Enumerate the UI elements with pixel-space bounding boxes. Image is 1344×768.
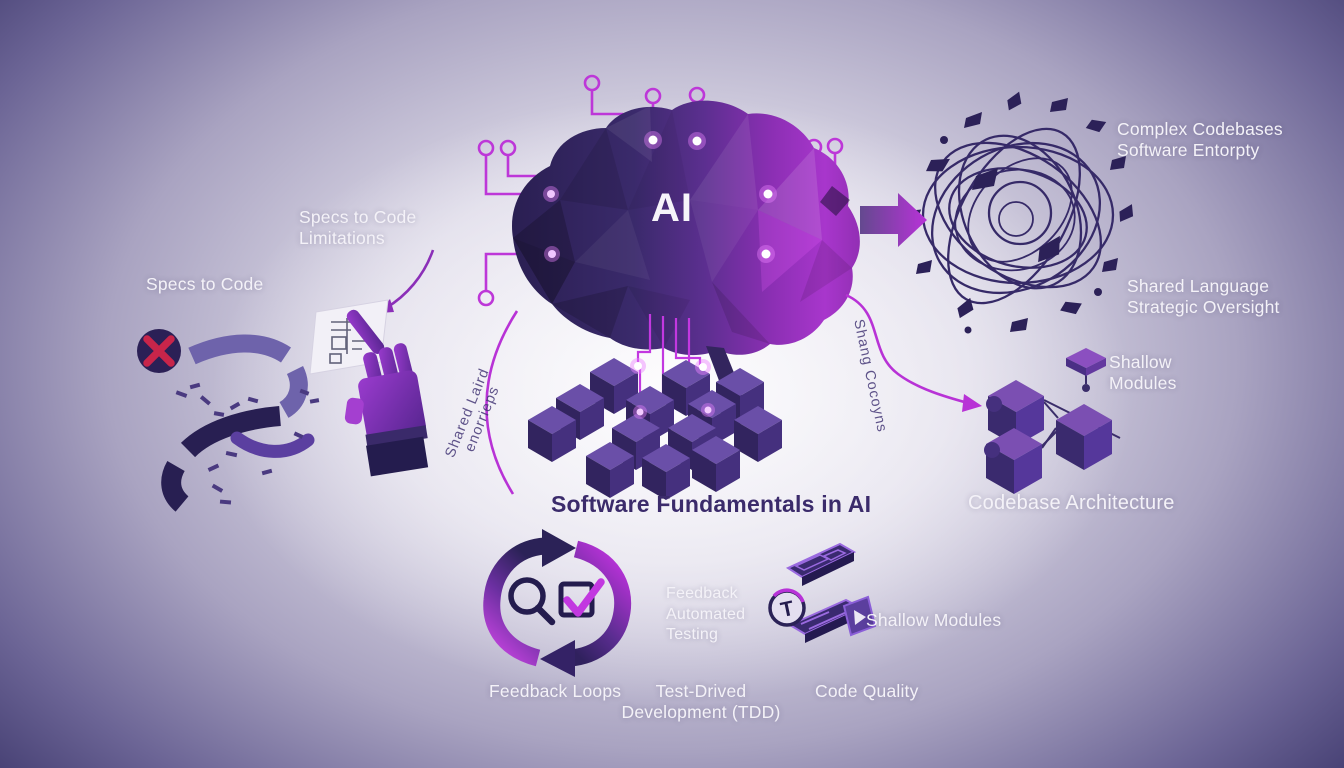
left-arc-line-icon	[485, 310, 519, 495]
ai-brain-icon	[512, 100, 860, 401]
prohibition-x-icon	[137, 329, 181, 373]
ai-label: AI	[651, 186, 693, 230]
hand-paper-icon	[309, 299, 429, 477]
specs-to-code-label: Specs to Code	[146, 274, 264, 294]
feedback-automated-testing-label: Feedback Automated Testing	[666, 585, 746, 643]
checkbox-icon	[558, 578, 605, 618]
flat-cube-icon	[1066, 348, 1106, 392]
shallow-modules-bottom-label: Shallow Modules	[866, 610, 1002, 630]
shared-language-label: Shared Language Strategic Oversight	[1127, 276, 1280, 317]
architecture-cubes-icon	[984, 348, 1121, 494]
codebase-architecture-label: Codebase Architecture	[968, 492, 1175, 514]
code-quality-label: Code Quality	[815, 681, 919, 701]
cube-grid-icon	[528, 358, 782, 500]
glow-node-icon	[543, 131, 777, 263]
sharing-curve-arrow-icon	[845, 293, 982, 412]
t-badge-letter: T	[779, 597, 796, 622]
gradient-arrow-icon	[860, 193, 927, 247]
tdd-label: Test-Drived Development (TDD)	[621, 681, 781, 722]
shallow-modules-right-label: Shallow Modules	[1109, 352, 1177, 393]
broken-arrow-icon	[161, 334, 320, 512]
feedback-loop-icon	[483, 529, 632, 677]
tdd-panels-icon: T	[768, 542, 877, 643]
complex-codebases-label: Complex Codebases Software Entorpty	[1117, 119, 1283, 160]
feedback-loops-label: Feedback Loops	[489, 681, 622, 701]
main-title: Software Fundamentals in AI	[551, 491, 872, 517]
glow-node-icon	[630, 358, 715, 419]
magnifier-icon	[508, 577, 556, 626]
entropy-tangle-icon	[902, 91, 1134, 334]
module-tile-icon	[842, 595, 877, 637]
t-badge: T	[768, 588, 806, 627]
specs-to-code-limitations-label: Specs to Code Limitations	[299, 207, 417, 248]
